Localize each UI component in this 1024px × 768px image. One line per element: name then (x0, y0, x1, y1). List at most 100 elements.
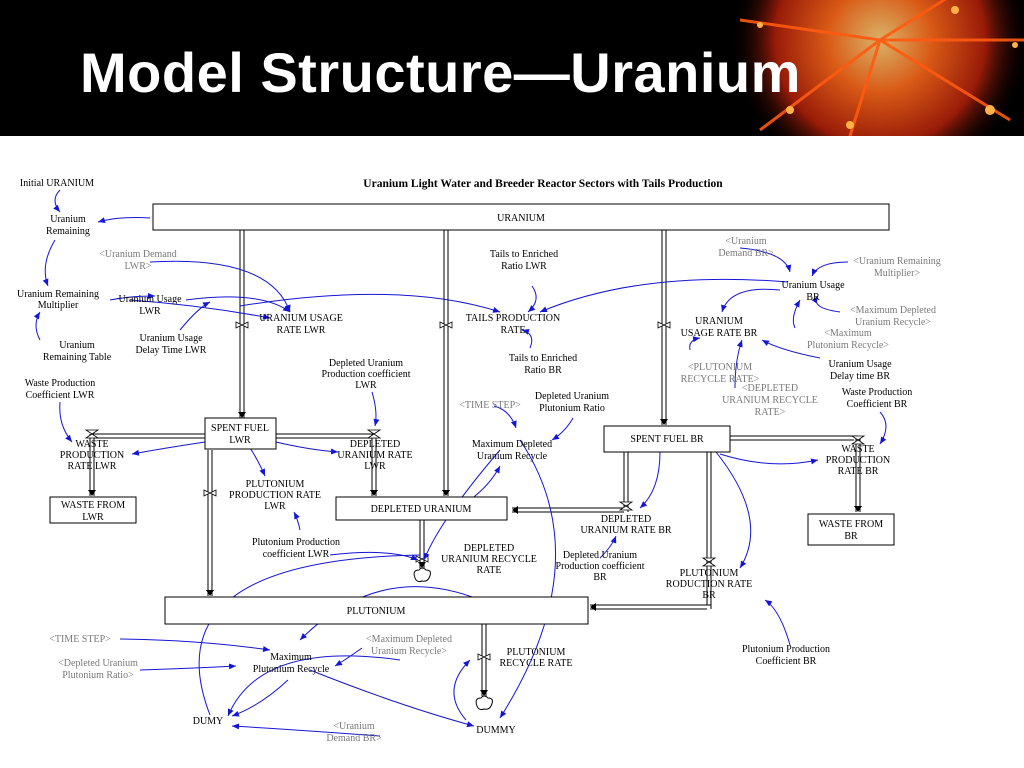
svg-text:Uranium: Uranium (50, 214, 86, 225)
svg-text:SPENT FUEL: SPENT FUEL (211, 423, 269, 434)
svg-text:Production coefficient: Production coefficient (322, 369, 411, 380)
cloud-icon-recycle (413, 567, 431, 583)
shadow-uranium-remaining-multiplier: <Uranium Remaining Multiplier> (853, 256, 941, 279)
svg-text:LWR: LWR (364, 461, 386, 472)
shadow-depleted-uranium-plutonium-ratio: <Depleted Uranium Plutonium Ratio> (58, 658, 138, 681)
svg-text:Initial URANIUM: Initial URANIUM (20, 178, 94, 189)
svg-text:Ratio BR: Ratio BR (524, 365, 562, 376)
svg-text:Tails to Enriched: Tails to Enriched (509, 353, 577, 364)
svg-text:Multiplier: Multiplier (38, 300, 79, 311)
svg-text:Coefficient BR: Coefficient BR (847, 399, 908, 410)
svg-text:BR: BR (844, 531, 858, 542)
aux-depleted-uranium-production-coefficient-br: Depleted Uranium Production coefficient … (556, 550, 645, 583)
aux-dummy: DUMMY (476, 725, 515, 736)
svg-text:PLUTONIUM: PLUTONIUM (680, 568, 739, 579)
svg-text:BR: BR (702, 590, 716, 601)
rate-tails-production-rate: TAILS PRODUCTION RATE (466, 313, 560, 336)
aux-uranium-usage-delay-time-br: Uranium Usage Delay time BR (828, 359, 892, 382)
svg-text:<TIME STEP>: <TIME STEP> (49, 634, 111, 645)
svg-text:Coefficient BR: Coefficient BR (756, 656, 817, 667)
stock-spent-fuel-br: SPENT FUEL BR (603, 425, 731, 453)
svg-text:Tails to Enriched: Tails to Enriched (490, 249, 558, 260)
aux-tails-to-enriched-ratio-br: Tails to Enriched Ratio BR (509, 353, 577, 376)
svg-text:URANIUM RATE: URANIUM RATE (337, 450, 412, 461)
stock-flow-diagram: Uranium Light Water and Breeder Reactor … (17, 178, 941, 744)
stock-spent-fuel-lwr: SPENT FUEL LWR (204, 417, 277, 450)
svg-text:USAGE RATE BR: USAGE RATE BR (681, 328, 758, 339)
svg-text:Maximum: Maximum (270, 652, 312, 663)
shadow-plutonium-recycle-rate: <PLUTONIUM RECYCLE RATE> (681, 362, 760, 385)
aux-plutonium-production-coefficient-lwr: Plutonium Production coefficient LWR (252, 537, 340, 560)
svg-text:TAILS PRODUCTION: TAILS PRODUCTION (466, 313, 560, 324)
svg-text:URANIUM USAGE: URANIUM USAGE (259, 313, 343, 324)
stock-waste-from-lwr: WASTE FROM LWR (49, 496, 137, 524)
svg-text:URANIUM: URANIUM (695, 316, 743, 327)
svg-text:Production coefficient: Production coefficient (556, 561, 645, 572)
svg-text:RECYCLE RATE: RECYCLE RATE (499, 658, 572, 669)
shadow-uranium-demand-br-bottom: <Uranium Demand BR> (326, 721, 382, 744)
aux-initial-uranium: Initial URANIUM (20, 178, 94, 189)
diagram-title: Uranium Light Water and Breeder Reactor … (363, 178, 723, 190)
flow-valves (84, 321, 866, 661)
aux-waste-production-coefficient-br: Waste Production Coefficient BR (842, 387, 913, 410)
stock-depleted-uranium: DEPLETED URANIUM (335, 496, 508, 521)
shadow-time-step-a: <TIME STEP> (459, 400, 521, 411)
aux-plutonium-production-coefficient-br: Plutonium Production Coefficient BR (742, 644, 830, 667)
svg-text:<Maximum Depleted: <Maximum Depleted (366, 634, 452, 645)
svg-text:Plutonium Production: Plutonium Production (742, 644, 830, 655)
stock-plutonium: PLUTONIUM (164, 596, 589, 625)
rate-plutonium-recycle-rate: PLUTONIUM RECYCLE RATE (499, 647, 572, 669)
svg-text:<Uranium Demand: <Uranium Demand (99, 249, 177, 260)
aux-maximum-plutonium-recycle: Maximum Plutonium Recycle (253, 652, 330, 675)
shadow-uranium-demand-br-top: <Uranium Demand BR> (718, 236, 774, 259)
svg-text:WASTE FROM: WASTE FROM (61, 500, 125, 511)
svg-text:LWR: LWR (355, 380, 377, 391)
svg-text:PLUTONIUM: PLUTONIUM (246, 479, 305, 490)
aux-depleted-uranium-production-coefficient-lwr: Depleted Uranium Production coefficient … (322, 358, 411, 391)
svg-text:<Uranium: <Uranium (333, 721, 374, 732)
svg-text:Uranium Recycle>: Uranium Recycle> (855, 317, 931, 328)
aux-uranium-usage-lwr: Uranium Usage LWR (118, 294, 182, 317)
svg-text:Remaining Table: Remaining Table (43, 352, 112, 363)
svg-text:Ratio LWR: Ratio LWR (501, 261, 547, 272)
svg-text:RATE: RATE (501, 325, 526, 336)
svg-text:Depleted Uranium: Depleted Uranium (535, 391, 609, 402)
svg-text:Uranium Recycle: Uranium Recycle (477, 451, 548, 462)
svg-text:PRODUCTION: PRODUCTION (60, 450, 124, 461)
svg-text:DEPLETED: DEPLETED (601, 514, 652, 525)
svg-text:Coefficient LWR: Coefficient LWR (26, 390, 95, 401)
svg-text:Depleted Uranium: Depleted Uranium (329, 358, 403, 369)
svg-text:LWR: LWR (139, 306, 161, 317)
information-links (33, 189, 887, 737)
slide-header: Model Structure—Uranium (0, 0, 1024, 136)
svg-text:LWR: LWR (229, 435, 251, 446)
svg-text:<TIME STEP>: <TIME STEP> (459, 400, 521, 411)
aux-uranium-remaining: Uranium Remaining (46, 214, 90, 237)
svg-text:URANIUM RECYCLE: URANIUM RECYCLE (722, 395, 818, 406)
aux-uranium-usage-delay-time-lwr: Uranium Usage Delay Time LWR (136, 333, 207, 356)
svg-text:LWR: LWR (82, 512, 104, 523)
svg-text:PRODUCTION RATE: PRODUCTION RATE (229, 490, 321, 501)
svg-text:<Uranium Remaining: <Uranium Remaining (853, 256, 941, 267)
svg-text:<Depleted Uranium: <Depleted Uranium (58, 658, 138, 669)
rate-waste-production-rate-br: WASTE PRODUCTION RATE BR (826, 444, 890, 477)
aux-maximum-depleted-uranium-recycle: Maximum Depleted Uranium Recycle (472, 439, 552, 462)
svg-text:RATE>: RATE> (755, 407, 786, 418)
svg-text:Remaining: Remaining (46, 226, 90, 237)
aux-dumy: DUMY (193, 716, 224, 727)
svg-text:BR: BR (806, 292, 820, 303)
aux-tails-to-enriched-ratio-lwr: Tails to Enriched Ratio LWR (490, 249, 558, 272)
aux-depleted-uranium-plutonium-ratio: Depleted Uranium Plutonium Ratio (535, 391, 609, 414)
shadow-uranium-demand-lwr: <Uranium Demand LWR> (99, 249, 177, 272)
svg-text:Delay Time LWR: Delay Time LWR (136, 345, 207, 356)
rate-uranium-usage-rate-br: URANIUM USAGE RATE BR (681, 316, 758, 339)
svg-text:Plutonium Production: Plutonium Production (252, 537, 340, 548)
svg-text:WASTE: WASTE (841, 444, 874, 455)
svg-text:RATE LWR: RATE LWR (277, 325, 326, 336)
svg-text:URANIUM RECYCLE: URANIUM RECYCLE (441, 554, 537, 565)
rate-plutonium-production-rate-lwr: PLUTONIUM PRODUCTION RATE LWR (229, 479, 321, 512)
aux-waste-production-coefficient-lwr: Waste Production Coefficient LWR (25, 378, 96, 401)
svg-text:PLUTONIUM: PLUTONIUM (347, 606, 406, 617)
svg-text:DUMY: DUMY (193, 716, 224, 727)
svg-text:Demand BR>: Demand BR> (718, 248, 774, 259)
